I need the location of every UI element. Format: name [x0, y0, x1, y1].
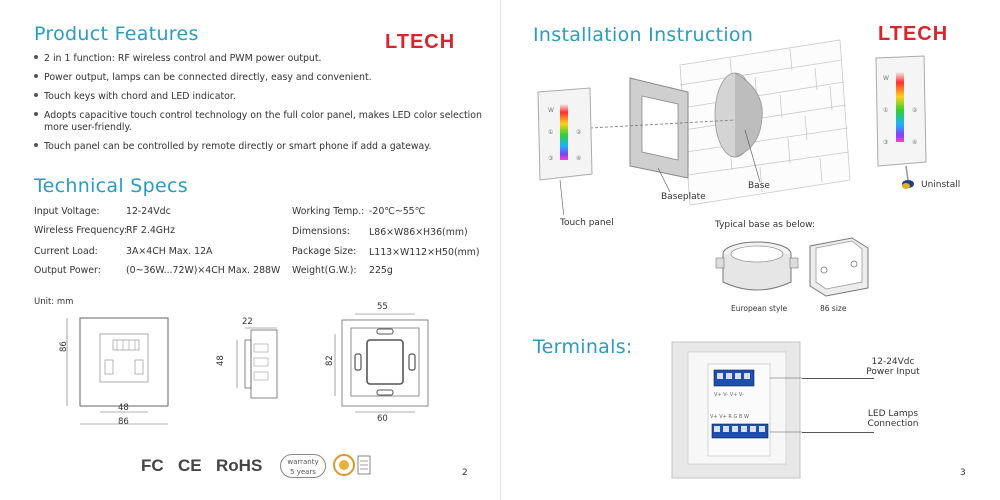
spec-label: Wireless Frequency:: [34, 225, 128, 236]
touch-panel-illustration: W ① ② ③ ④: [537, 87, 593, 215]
ltech-logo-right: LTECH: [878, 23, 949, 45]
spec-value: 3A×4CH Max. 12A: [126, 246, 213, 257]
feature-item: Adopts capacitive touch control technolo…: [34, 110, 484, 122]
feature-item-cont: more user-friendly.: [44, 122, 132, 133]
svg-text:W: W: [883, 75, 889, 82]
baseplate-frame: [629, 77, 689, 193]
svg-text:①: ①: [548, 129, 553, 136]
spec-label: Working Temp.:: [292, 206, 365, 217]
label-uninstall: Uninstall: [921, 180, 961, 190]
label-baseplate: Baseplate: [661, 192, 706, 202]
label-led-connection: LED Lamps Connection: [867, 409, 919, 429]
feature-item: Touch panel can be controlled by remote …: [34, 141, 484, 160]
installation-illustration: W ① ② ③ ④: [537, 39, 851, 215]
feature-item: Touch keys with chord and LED indicator.: [34, 91, 484, 110]
page-number-left: 2: [462, 468, 468, 478]
page-divider: [500, 0, 501, 500]
spec-label: Package Size:: [292, 246, 357, 257]
dim-side-depth: 22: [242, 317, 253, 327]
ltech-logo: LTECH: [385, 31, 456, 53]
svg-text:②: ②: [912, 107, 918, 114]
terminals-illustration: V+ V- V+ V- V+ V+ R G B W: [671, 341, 802, 479]
specs-title: Technical Specs: [34, 175, 188, 197]
dim-side-height: 48: [216, 355, 226, 366]
side-view-drawing: [236, 327, 278, 399]
feature-item: 2 in 1 function: RF wireless control and…: [34, 53, 484, 72]
dim-back-top: 55: [377, 302, 388, 312]
install-title: Installation Instruction: [533, 24, 754, 46]
label-european: European style: [731, 304, 788, 313]
spec-value: (0~36W...72W)×4CH Max. 288W: [126, 265, 281, 276]
label-typical-base: Typical base as below:: [715, 220, 815, 230]
spec-label: Weight(G.W.):: [292, 265, 357, 276]
svg-text:V+ V- V+ V-: V+ V- V+ V-: [714, 392, 744, 398]
terminals-title: Terminals:: [533, 336, 633, 358]
fc-logo: FC: [141, 456, 164, 475]
quality-seal-icon: [333, 454, 371, 476]
spec-label: Output Power:: [34, 265, 101, 276]
front-view-drawing: [66, 317, 169, 425]
unit-label: Unit: mm: [34, 297, 74, 307]
size86-base-icon: [809, 237, 869, 297]
spec-value: 225g: [369, 265, 393, 276]
typical-bases-illustration: [715, 237, 869, 297]
rohs-logo: RoHS: [216, 456, 263, 475]
features-list: 2 in 1 function: RF wireless control and…: [34, 53, 484, 160]
spec-value: RF 2.4GHz: [126, 225, 176, 236]
spec-value: -20℃~55℃: [369, 206, 426, 217]
base-box: [714, 72, 763, 183]
dim-back-width: 60: [377, 414, 388, 424]
page-number-right: 3: [960, 468, 966, 478]
spec-value: 12-24Vdc: [126, 206, 171, 217]
svg-text:W: W: [548, 107, 554, 114]
back-view-drawing: [334, 313, 429, 413]
european-base-icon: [715, 241, 799, 291]
label-touch-panel: Touch panel: [560, 218, 614, 228]
spec-label: Current Load:: [34, 246, 98, 257]
spec-label: Dimensions:: [292, 226, 350, 237]
svg-text:③: ③: [883, 139, 888, 146]
svg-text:④: ④: [576, 155, 581, 162]
uninstall-illustration: W ① ② ③ ④: [875, 55, 927, 189]
svg-text:③: ③: [548, 155, 553, 162]
dimension-drawings: [66, 313, 429, 425]
svg-text:①: ①: [883, 107, 888, 114]
svg-text:④: ④: [912, 139, 917, 146]
svg-text:V+ V+ R G B W: V+ V+ R G B W: [710, 414, 749, 420]
label-base: Base: [748, 181, 770, 191]
spec-label: Input Voltage:: [34, 206, 100, 217]
spec-value: L113×W112×H50(mm): [369, 247, 480, 258]
dim-front-width: 86: [118, 417, 129, 427]
features-title: Product Features: [34, 23, 199, 45]
dim-front-inner: 48: [118, 403, 129, 413]
svg-text:②: ②: [576, 129, 582, 136]
warranty-badge: warranty 5 years: [280, 454, 326, 478]
dim-front-height: 86: [59, 341, 69, 352]
feature-item: Power output, lamps can be connected dir…: [34, 72, 484, 91]
ce-logo: CE: [178, 456, 202, 475]
led-leader-line: [802, 432, 874, 433]
label-86-size: 86 size: [820, 304, 847, 313]
power-leader-line: [802, 378, 874, 379]
label-power-input: 12-24Vdc Power Input: [866, 357, 920, 377]
spec-value: L86×W86×H36(mm): [369, 227, 468, 238]
dim-back-height: 82: [325, 355, 335, 366]
